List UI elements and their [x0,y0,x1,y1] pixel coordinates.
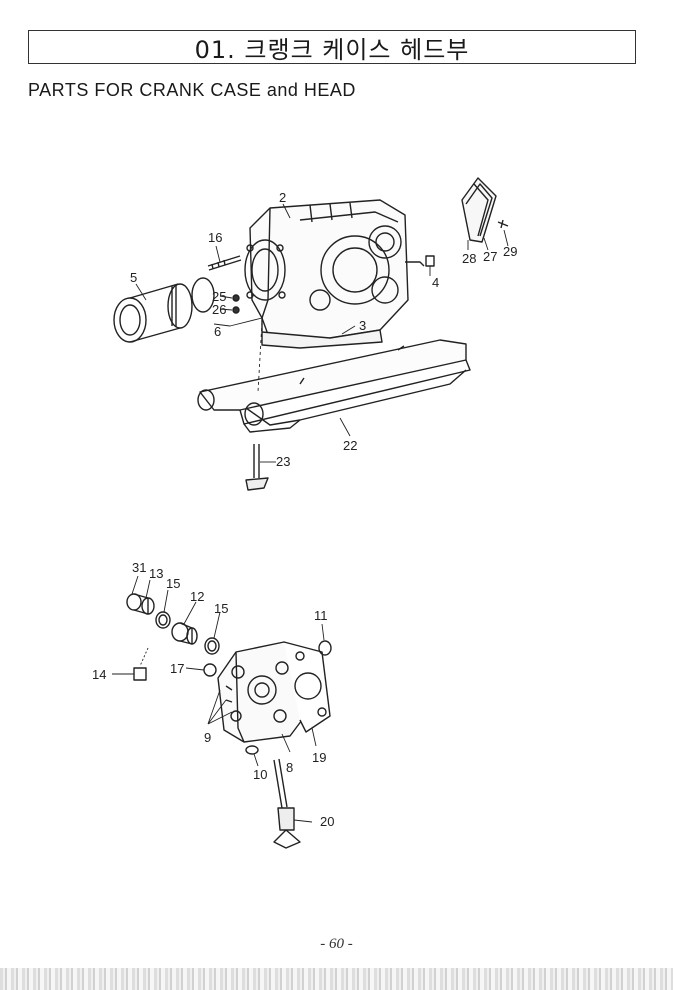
part-label: 13 [149,566,163,581]
part-label: 27 [483,249,497,264]
part-label: 4 [432,275,439,290]
part-label: 3 [359,318,366,333]
page-number: - 60 - [320,936,353,952]
part-label: 28 [462,251,476,266]
scan-edge-strip [0,968,673,990]
nut-14-drawing [133,667,147,681]
part-label: 12 [190,589,204,604]
page-subtitle: PARTS FOR CRANK CASE and HEAD [28,80,356,100]
part-labels-top: 2 16 5 25 26 6 3 4 28 27 29 22 23 [130,190,517,469]
part-label: 23 [276,454,290,469]
part-label: 15 [214,601,228,616]
head-bolt-drawing [273,758,301,849]
part-label: 9 [204,730,211,745]
part-label: 26 [212,302,226,317]
nozzle-parts-drawing [126,593,220,655]
part-label: 2 [279,190,286,205]
part-label: 31 [132,560,146,575]
page-title: 01. 크랭크 케이스 헤드부 [194,35,470,64]
part-label: 10 [253,767,267,782]
plug-17-drawing [203,663,217,677]
washer-11-drawing [318,640,332,656]
cylinder-liner-drawing [113,283,193,343]
stud-bolt-drawing [207,255,242,271]
plug-25-drawing [232,294,240,302]
part-label: 16 [208,230,222,245]
part-label: 15 [166,576,180,591]
bolt-29-drawing [497,219,509,229]
part-label: 8 [286,760,293,775]
anchor-bolt-drawing [245,444,269,491]
part-label: 14 [92,667,106,682]
part-labels-bottom: 31 13 15 12 15 11 14 17 9 10 8 19 20 [92,560,334,829]
o-ring-drawing [191,277,215,313]
head-gasket-drawing [283,641,331,733]
base-frame-drawing [197,339,471,433]
cover-plate-drawing [461,177,497,243]
leader-lines-bottom [112,575,325,823]
part-label: 6 [214,324,221,339]
leader-lines-top [135,203,509,463]
part-label: 19 [312,750,326,765]
part-label: 11 [314,608,328,623]
part-label: 29 [503,244,517,259]
part-label: 5 [130,270,137,285]
washer-10-drawing [245,745,259,755]
plug-26-drawing [232,306,240,314]
cylinder-head-drawing [217,641,303,743]
part-label: 25 [212,289,226,304]
part-label: 22 [343,438,357,453]
part-label: 20 [320,814,334,829]
crank-case-drawing [244,199,425,349]
pin-drawing [425,255,435,267]
page-title-box: 01. 크랭크 케이스 헤드부 [28,30,636,64]
part-label: 17 [170,661,184,676]
